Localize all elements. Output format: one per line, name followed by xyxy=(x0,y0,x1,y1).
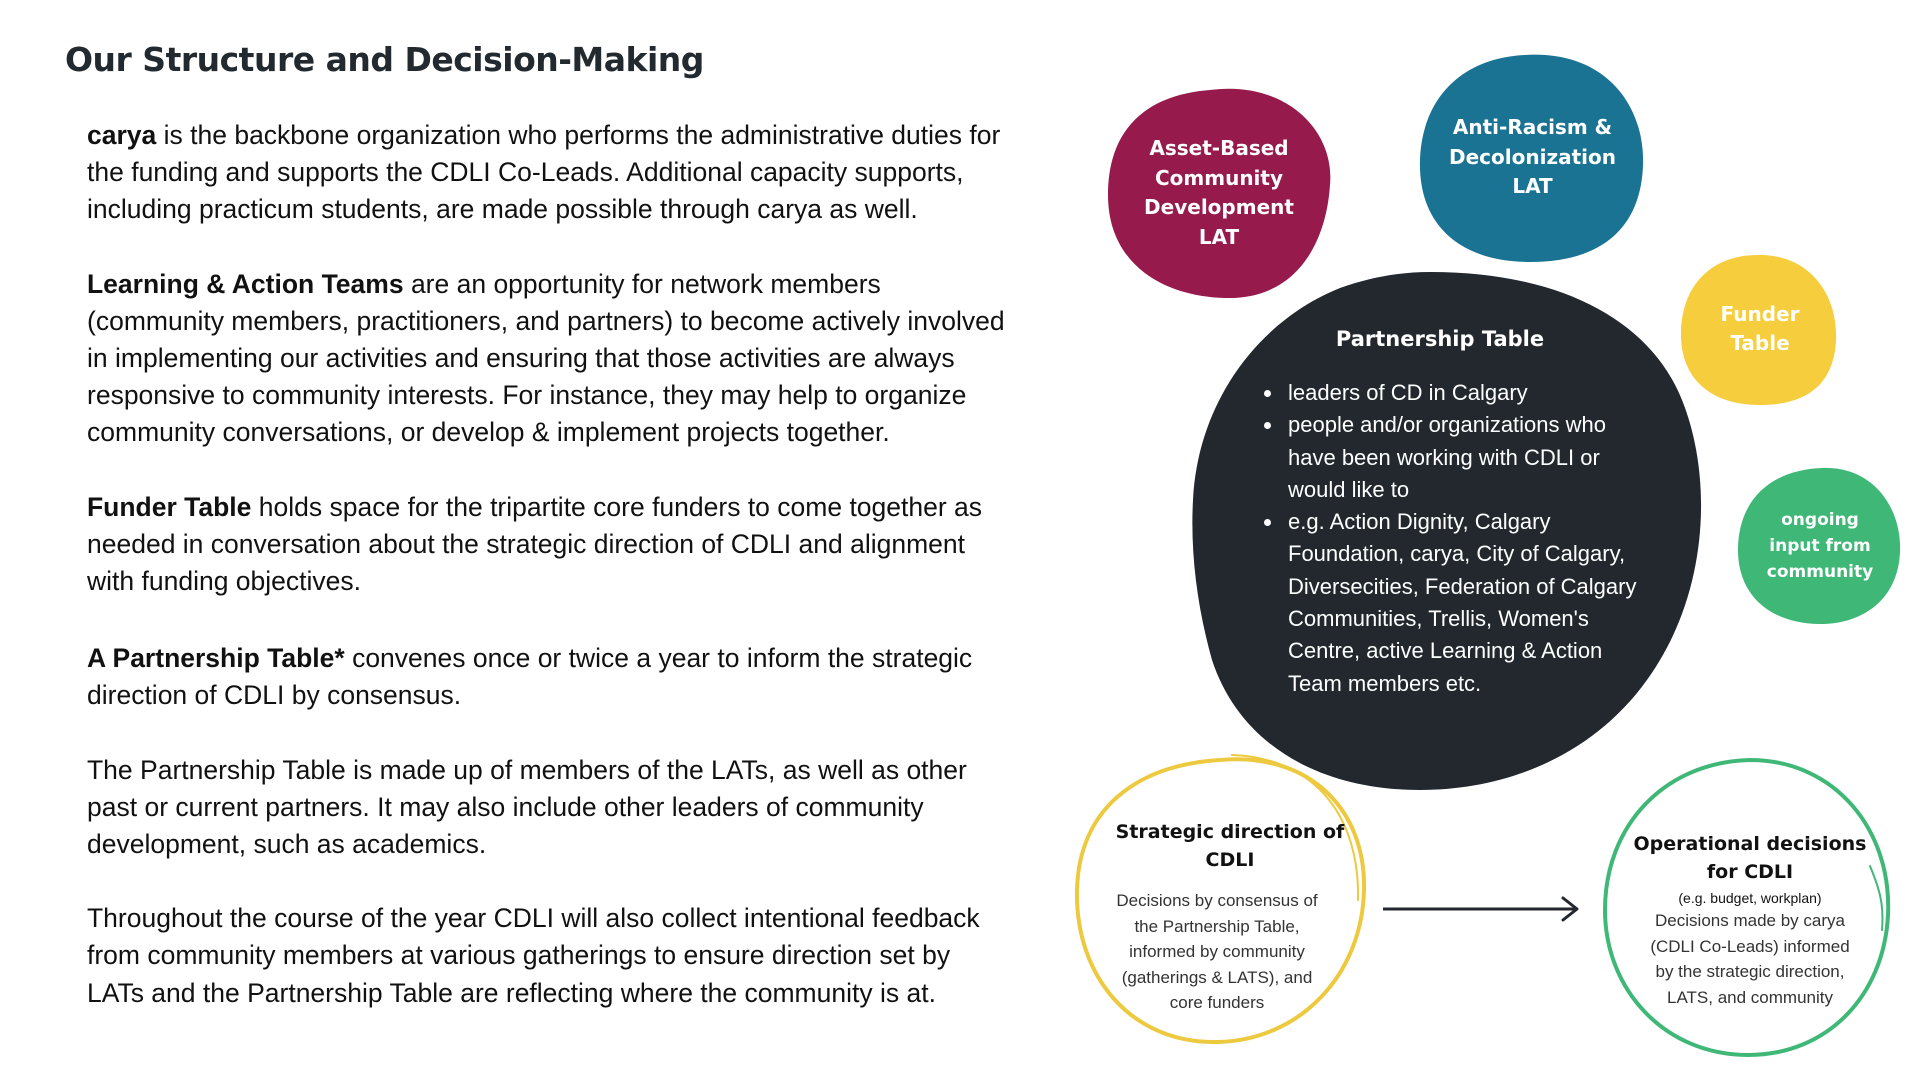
abcd-lat-line: Asset-Based xyxy=(1149,136,1289,160)
strategic-direction-title: Strategic direction of CDLI xyxy=(1110,818,1350,874)
antiracism-lat-blob xyxy=(1419,54,1644,262)
strategic-direction-note: Decisions by consensus of the Partnershi… xyxy=(1092,888,1342,1016)
operational-ring xyxy=(1602,758,1891,1058)
antiracism-lat-line: Anti-Racism & xyxy=(1452,115,1613,139)
paragraph-line: development, such as academics. xyxy=(87,829,487,860)
paragraph-line: including practicum students, are made p… xyxy=(87,194,918,225)
strategic-note-line: informed by community xyxy=(1129,942,1305,962)
partnership-item-line: people and/or organizations who xyxy=(1288,412,1607,438)
strategic-note-line: (gatherings & LATS), and xyxy=(1121,967,1313,987)
operational-note-line: LATS, and community xyxy=(1667,987,1833,1007)
paragraph-line: convenes once or twice a year to inform … xyxy=(344,643,973,674)
paragraph-members: The Partnership Table is made up of memb… xyxy=(87,752,1047,864)
abcd-lat-line: Community xyxy=(1154,165,1284,190)
antiracism-lat-line: LAT xyxy=(1512,174,1553,198)
paragraph-line: are an opportunity for network members xyxy=(403,268,881,299)
operational-title-line: Operational decisions xyxy=(1633,833,1867,855)
strategic-title-line: CDLI xyxy=(1205,849,1255,871)
partnership-table-list: leaders of CD in Calgary people and/or o… xyxy=(1260,377,1694,700)
operational-note-line: Decisions made by carya xyxy=(1655,911,1845,930)
partnership-item-line: have been working with CDLI or xyxy=(1288,444,1600,470)
paragraph-lat-bold: Learning & Action Teams xyxy=(87,268,404,299)
partnership-item-line: Team members etc. xyxy=(1288,670,1482,696)
strategic-note-line: the Partnership Table, xyxy=(1134,916,1300,936)
paragraph-line: is the backbone organization who perform… xyxy=(156,120,1001,150)
paragraph-line: from community members at various gather… xyxy=(87,940,951,971)
partnership-list-item: people and/or organizations who have bee… xyxy=(1284,409,1694,506)
paragraph-line: the funding and supports the CDLI Co-Lea… xyxy=(87,157,964,188)
operational-note-line: by the strategic direction, xyxy=(1655,962,1845,982)
partnership-item-line: Diversecities, Federation of Calgary xyxy=(1288,573,1637,599)
paragraph-line: (community members, practitioners, and p… xyxy=(87,305,1005,336)
strategic-note-line: Decisions by consensus of xyxy=(1116,891,1318,910)
antiracism-lat-label: Anti-Racism & Decolonization LAT xyxy=(1430,113,1635,202)
body-text: carya is the backbone organization who p… xyxy=(87,117,1047,1049)
community-input-label: ongoing input from community xyxy=(1748,507,1892,585)
paragraph-line: community conversations, or develop & im… xyxy=(87,417,890,448)
partnership-table-blob xyxy=(1192,272,1702,790)
abcd-lat-line: Development xyxy=(1144,195,1294,219)
community-input-line: community xyxy=(1766,562,1874,582)
strategic-ring xyxy=(1074,757,1367,1045)
page-title: Our Structure and Decision-Making xyxy=(65,40,704,79)
abcd-lat-line: LAT xyxy=(1198,224,1240,249)
paragraph-line: responsive to community interests. For i… xyxy=(87,380,967,411)
paragraph-line: The Partnership Table is made up of memb… xyxy=(87,754,967,785)
strategic-ring-stroke xyxy=(1231,754,1360,901)
community-input-line: input from xyxy=(1769,536,1871,556)
operational-title-line: for CDLI xyxy=(1706,861,1794,883)
community-input-line: ongoing xyxy=(1781,510,1859,530)
community-input-blob xyxy=(1737,467,1901,625)
antiracism-lat-line: Decolonization xyxy=(1449,144,1616,169)
funder-table-line: Table xyxy=(1730,331,1790,355)
paragraph-carya: carya is the backbone organization who p… xyxy=(87,117,1047,229)
paragraph-line: with funding objectives. xyxy=(87,566,361,597)
funder-table-blob xyxy=(1680,254,1837,405)
paragraph-funder-bold: Funder Table xyxy=(87,491,252,522)
partnership-item-line: would like to xyxy=(1288,476,1410,502)
paragraph-line: Throughout the course of the year CDLI w… xyxy=(87,903,980,934)
paragraph-funder: Funder Table holds space for the tripart… xyxy=(87,489,1047,601)
strategic-title-line: Strategic direction of xyxy=(1115,821,1345,843)
operational-ring-stroke xyxy=(1869,865,1884,931)
partnership-list-item: e.g. Action Dignity, Calgary Foundation,… xyxy=(1284,506,1694,700)
abcd-lat-blob xyxy=(1108,88,1331,299)
operational-decisions-note: Decisions made by carya (CDLI Co-Leads) … xyxy=(1630,908,1870,1010)
paragraph-line: in implementing our activities and ensur… xyxy=(87,343,955,374)
funder-table-line: Funder xyxy=(1720,302,1800,326)
partnership-item-line: leaders of CD in Calgary xyxy=(1288,380,1528,405)
paragraph-partnership-bold: A Partnership Table* xyxy=(87,643,345,674)
paragraph-line: LATs and the Partnership Table are refle… xyxy=(87,977,936,1008)
partnership-item-line: e.g. Action Dignity, Calgary xyxy=(1288,509,1551,535)
paragraph-carya-bold: carya xyxy=(87,120,157,150)
partnership-table-title: Partnership Table xyxy=(1335,327,1545,351)
partnership-item-line: Foundation, carya, City of Calgary, xyxy=(1288,541,1626,567)
funder-table-label: Funder Table xyxy=(1690,300,1830,358)
paragraph-feedback: Throughout the course of the year CDLI w… xyxy=(87,900,1047,1012)
paragraph-partnership: A Partnership Table* convenes once or tw… xyxy=(87,640,1047,714)
operational-note-line: (CDLI Co-Leads) informed xyxy=(1650,936,1850,956)
operational-decisions-title: Operational decisions for CDLI xyxy=(1625,830,1875,886)
operational-decisions-sub: (e.g. budget, workplan) xyxy=(1678,890,1822,906)
partnership-item-line: Communities, Trellis, Women's xyxy=(1288,606,1589,632)
paragraph-lat: Learning & Action Teams are an opportuni… xyxy=(87,266,1047,452)
abcd-lat-label: Asset-Based Community Development LAT xyxy=(1120,134,1318,252)
paragraph-line: past or current partners. It may also in… xyxy=(87,791,924,822)
arrow-head xyxy=(1561,896,1579,922)
partnership-item-line: Centre, active Learning & Action xyxy=(1288,638,1603,664)
strategic-note-line: core funders xyxy=(1169,993,1265,1013)
paragraph-line: direction of CDLI by consensus. xyxy=(87,680,462,711)
partnership-list-item: leaders of CD in Calgary xyxy=(1284,377,1694,409)
paragraph-line: needed in conversation about the strateg… xyxy=(87,528,965,559)
paragraph-line: holds space for the tripartite core fund… xyxy=(251,491,983,522)
